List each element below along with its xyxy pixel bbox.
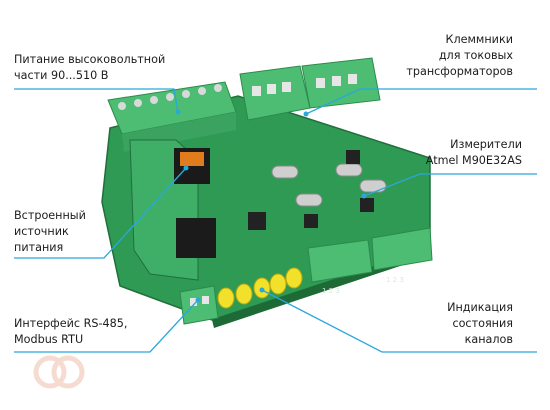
- label-meters: Измерители Atmel M90E32AS: [425, 138, 522, 167]
- leader-dot-indication: [259, 287, 265, 293]
- label-rs485: Интерфейс RS-485, Modbus RTU: [14, 317, 128, 346]
- leader-indication: [261, 289, 537, 353]
- label-builtin-psu: Встроенный источник питания: [14, 209, 86, 254]
- silk-channels-a: 1 2 3: [322, 287, 340, 295]
- metering-ics: [248, 150, 374, 230]
- label-indication: Индикация состояния каналов: [447, 301, 513, 346]
- leader-builtin-psu: [14, 167, 187, 259]
- leader-terminals: [305, 88, 537, 115]
- channel-terminal-blocks: [307, 227, 433, 283]
- status-leds: [217, 267, 303, 309]
- leader-meters: [363, 173, 537, 197]
- leader-dot-meters: [361, 193, 367, 199]
- silk-channels-b: 1 2 3: [386, 276, 404, 284]
- leader-dot-terminals: [303, 111, 309, 117]
- leader-dot-hv-power: [175, 109, 181, 115]
- label-terminals: Клеммники для токовых трансформаторов: [406, 33, 513, 78]
- crystal-oscillators: [271, 163, 387, 207]
- power-supply-module: [129, 139, 216, 281]
- leader-hv-power: [14, 88, 179, 113]
- leader-dot-rs485: [195, 297, 201, 303]
- watermark-logo: [33, 355, 85, 389]
- ct-terminal-blocks: [239, 57, 381, 121]
- leader-rs485: [14, 299, 199, 353]
- label-hv-power: Питание высоковольтной части 90...510 В: [14, 53, 166, 82]
- rs485-terminal: [179, 285, 219, 325]
- leader-dot-builtin-psu: [183, 165, 189, 171]
